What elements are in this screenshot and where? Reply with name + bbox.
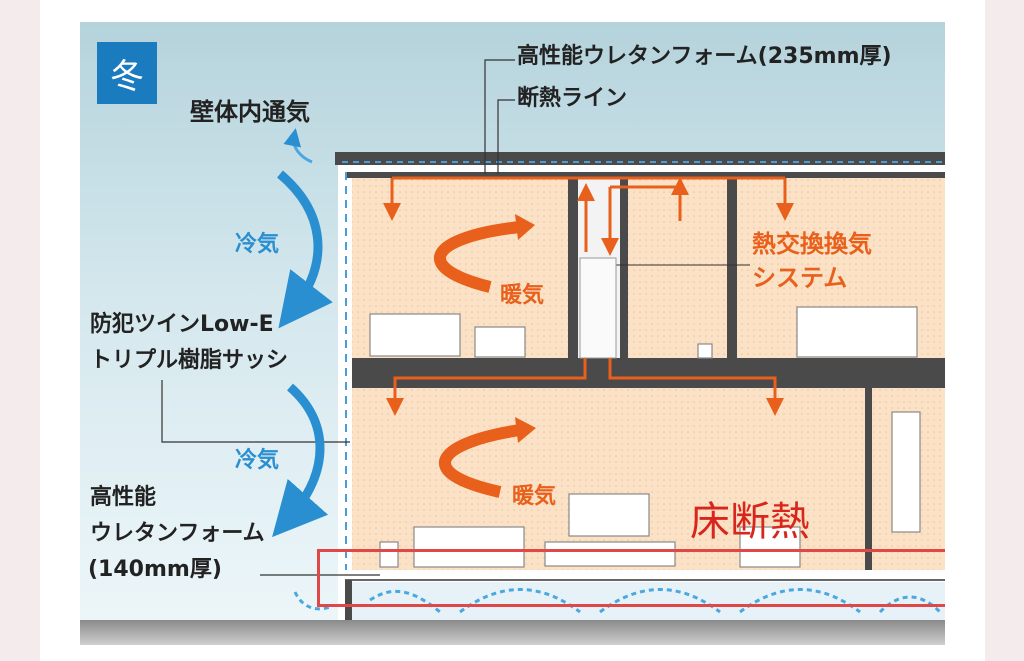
wall-foam-label-line2: ウレタンフォーム [90,521,265,546]
tv [568,493,650,537]
warm-air-arrow-lower [439,424,521,498]
crawl-space [352,582,945,620]
ventilation-label-line1: 熱交換換気 [752,230,872,258]
warm-air-label-upper: 暖気 [500,283,545,308]
ground [80,620,945,645]
warm-air-arrow-upper [434,221,521,293]
tv-stand [544,541,676,567]
cold-air-label-lower: 冷気 [235,448,280,473]
radiator [369,313,461,357]
cold-air-label-upper: 冷気 [235,232,280,257]
wall-ventilation-label: 壁体内通気 [190,98,310,126]
bed [796,306,918,358]
cold-air-arrow-lower [272,383,329,538]
plant-pot-upper [697,343,713,359]
floor-insulation-annotation: 床断熱 [690,499,810,545]
shower [891,411,921,533]
floor-slab [352,358,945,388]
window-label-line1: 防犯ツインLow-E [90,312,274,337]
roof [335,152,945,165]
house-insulation-diagram: 冬 壁体内通気 高性能ウレタンフォーム(235mm厚) 断熱ライン 冷気 冷気 … [80,22,945,645]
sofa [413,526,525,568]
upper-room-middle [628,178,727,358]
ventilation-label-line2: システム [752,264,848,292]
desk [474,326,526,358]
wall-foam-label-line3: (140mm厚) [88,557,222,582]
plant-pot-lower [379,541,399,568]
warm-air-label-lower: 暖気 [512,484,557,509]
table [739,526,801,568]
winter-badge: 冬 [97,42,157,104]
roof-foam-label: 高性能ウレタンフォーム(235mm厚) [517,44,892,69]
wall-vent-arrow [283,128,313,164]
house-cross-section [80,59,945,645]
wall-foam-label-line1: 高性能 [90,485,157,510]
insulation-line-label: 断熱ライン [517,86,628,111]
window-label-line2: トリプル樹脂サッシ [90,348,289,373]
ventilation-unit [579,257,617,359]
cold-air-arrow-upper [277,170,333,329]
floor-insulation-layer [345,570,945,580]
floor-insulation-highlight-box [317,549,945,607]
